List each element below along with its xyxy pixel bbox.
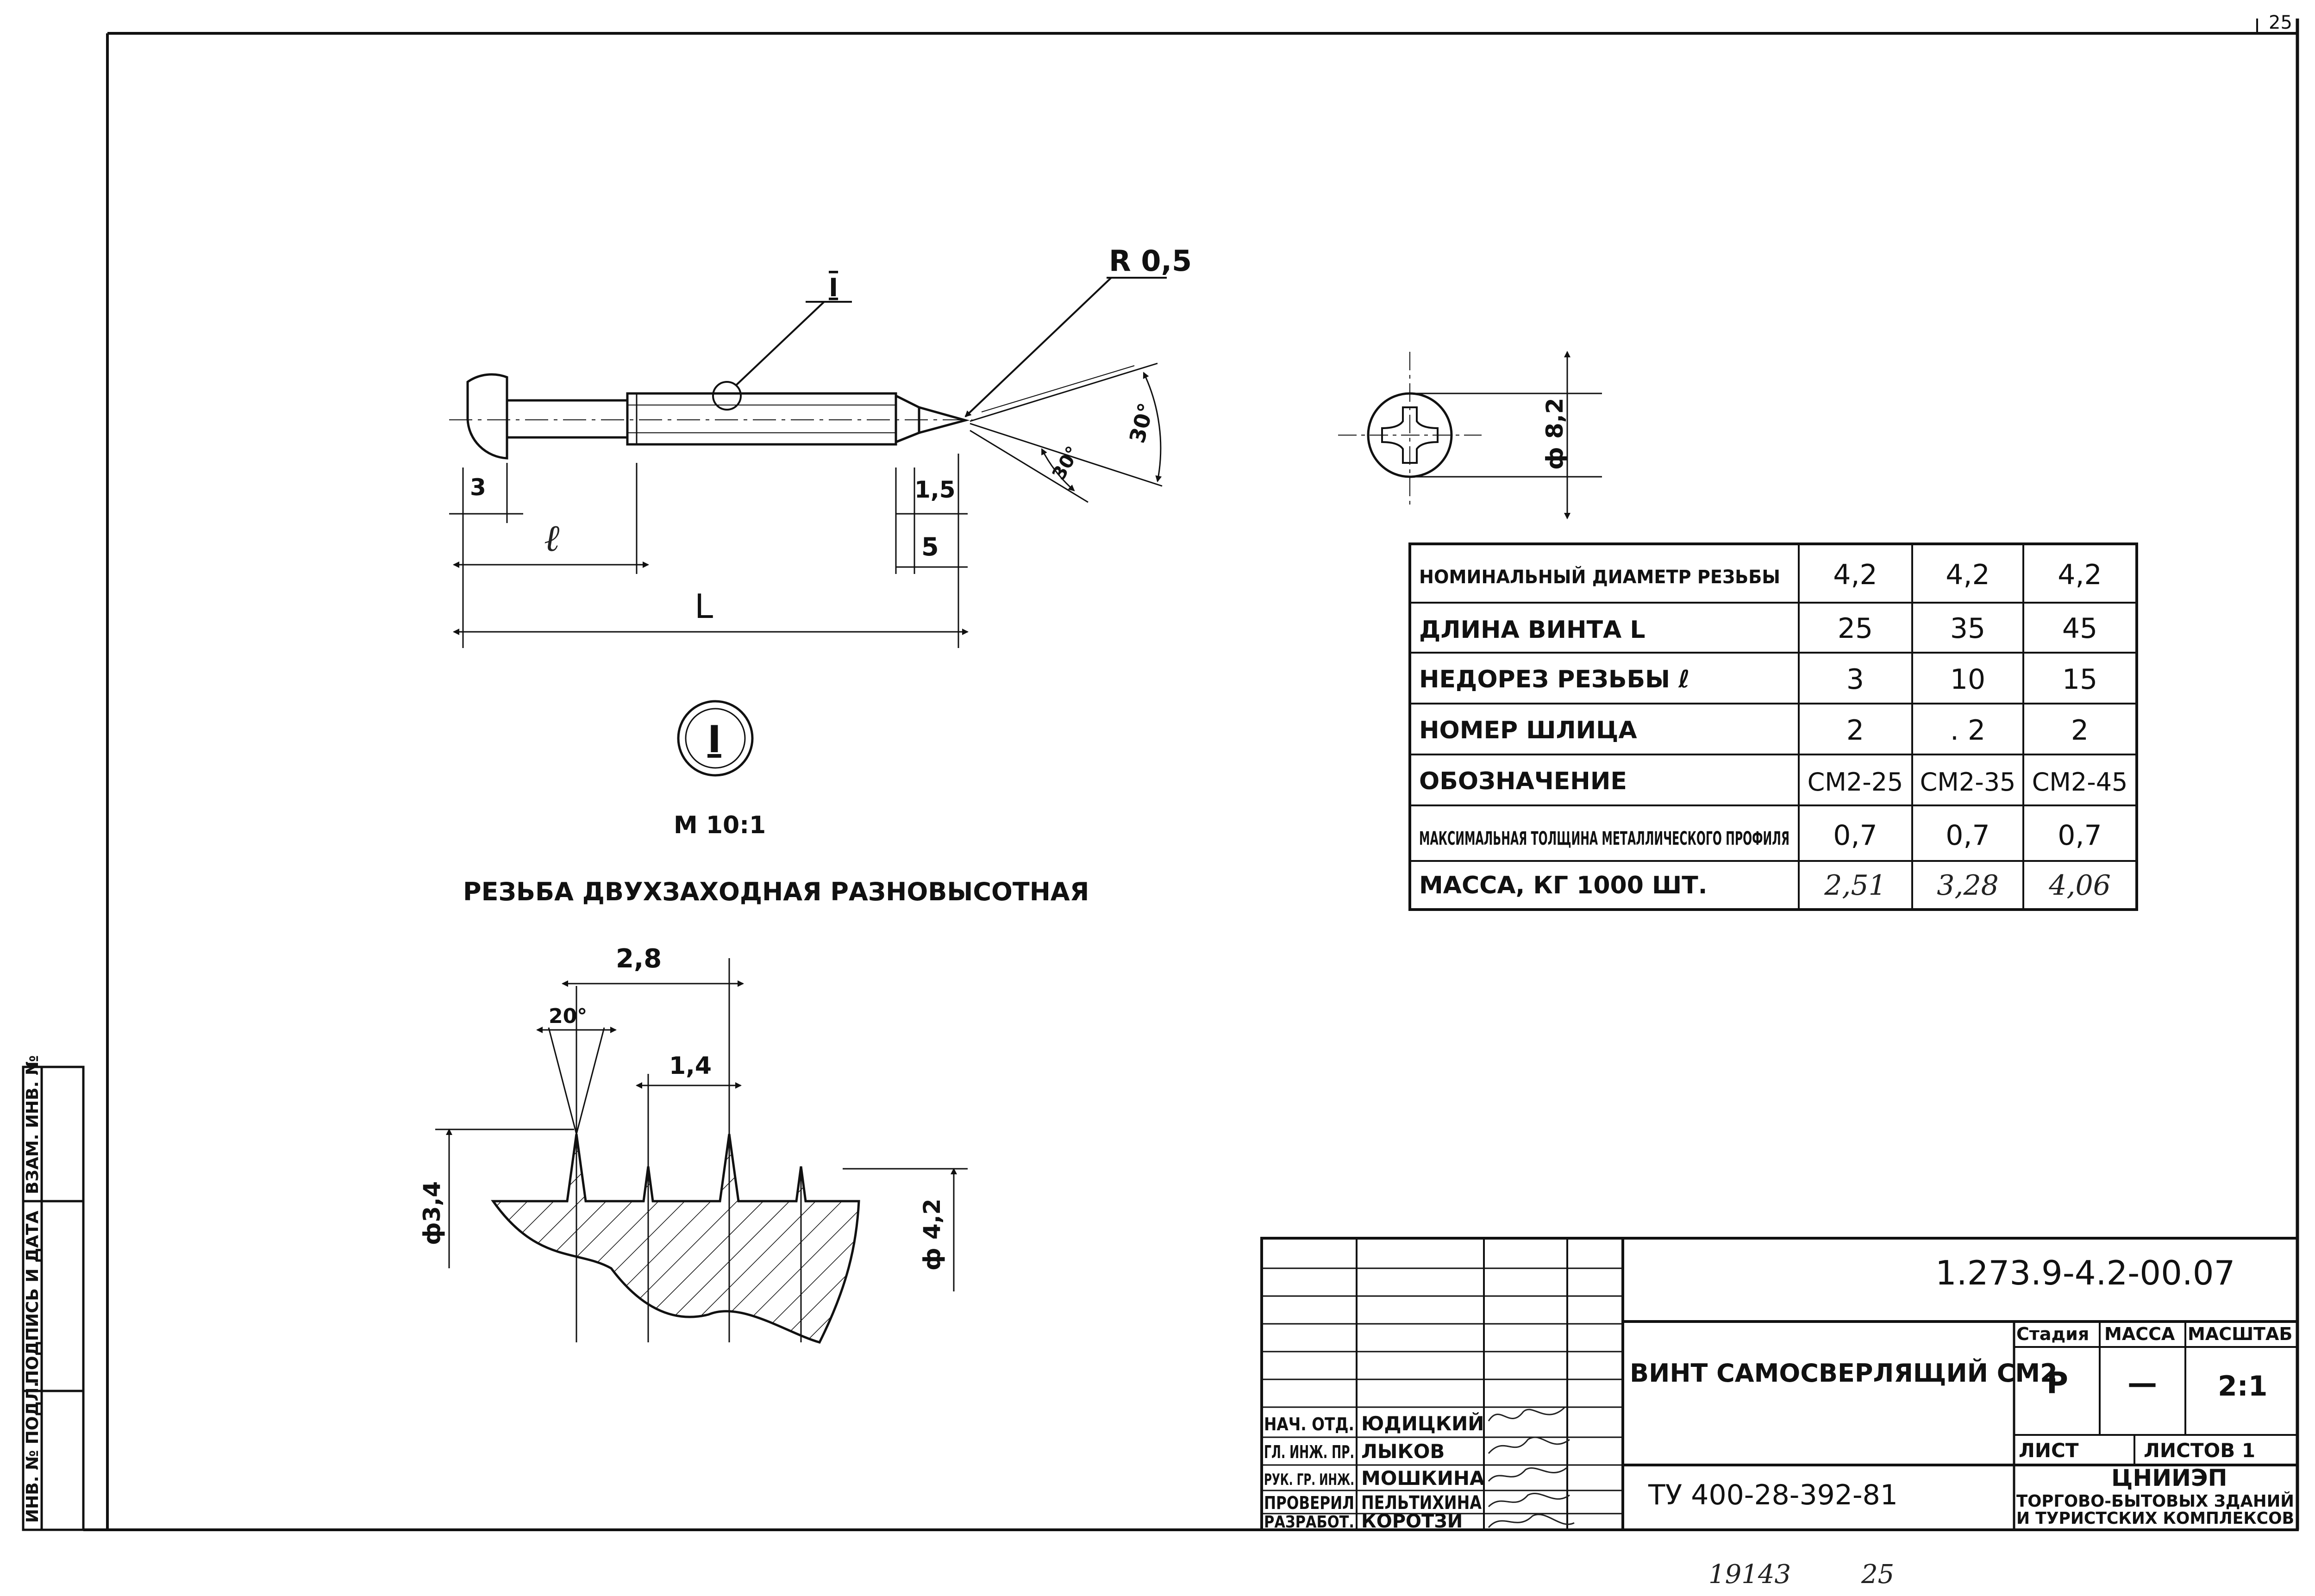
spec-cell: 4,2 — [1946, 559, 1990, 591]
spec-row-label: ОБОЗНАЧЕНИЕ — [1419, 767, 1627, 795]
spec-cell: 2 — [1846, 714, 1864, 747]
spec-row-label: ДЛИНА ВИНТА L — [1419, 616, 1646, 644]
name-label: МОШКИНА — [1361, 1467, 1485, 1490]
thread-profile-detail — [435, 958, 968, 1344]
standard-reference: ТУ 400-28-392-81 — [1648, 1479, 1898, 1511]
role-label: ПРОВЕРИЛ — [1264, 1493, 1354, 1513]
head-diameter: ф 8,2 — [1541, 398, 1568, 470]
organization-line-1: ТОРГОВО-БЫТОВЫХ ЗДАНИЙ — [2016, 1491, 2294, 1511]
dim-tip-5: 5 — [921, 532, 939, 561]
stamp-cell-sign-date: ПОДПИСЬ И ДАТА — [23, 1210, 42, 1384]
spec-cell: 25 — [1838, 612, 1873, 645]
name-label: КОРОТЗИ — [1361, 1511, 1463, 1532]
role-label: ГЛ. ИНЖ. ПР. — [1264, 1442, 1354, 1462]
sheets-count: ЛИСТОВ 1 — [2144, 1439, 2255, 1462]
name-label: ПЕЛЬТИХИНА — [1361, 1492, 1482, 1514]
role-label: НАЧ. ОТД. — [1264, 1414, 1354, 1434]
sheet-label: ЛИСТ — [2019, 1439, 2079, 1462]
spec-cell: 4,06 — [2048, 869, 2111, 902]
dim-head-length: 3 — [470, 474, 486, 501]
scale-note: М 10:1 — [674, 811, 766, 839]
spec-cell: 0,7 — [2058, 819, 2102, 852]
angle-bottom: 30° — [1048, 443, 1084, 484]
thread-angle: 20° — [549, 1004, 587, 1028]
side-stamp — [22, 1066, 85, 1531]
scale-value: 2:1 — [2218, 1370, 2268, 1403]
spec-cell: 0,7 — [1833, 819, 1877, 852]
thread-inner-diameter: ф3,4 — [419, 1181, 445, 1245]
spec-row: НОМЕР ШЛИЦА 2 . 2 2 — [1419, 714, 2089, 747]
signatures — [1488, 1406, 1575, 1528]
dim-thread-runout: ℓ — [544, 517, 559, 560]
stamp-cell-inv-orig: ИНВ. № ПОДЛ. — [23, 1381, 42, 1523]
name-label: ЮДИЦКИЙ — [1361, 1412, 1484, 1435]
spec-cell: . 2 — [1950, 714, 1985, 747]
spec-cell: СМ2-45 — [2032, 767, 2128, 797]
spec-cell: 3 — [1846, 663, 1864, 696]
drawing-title: ВИНТ САМОСВЕРЛЯЩИЙ СМ2 — [1630, 1359, 2058, 1388]
name-label: ЛЫКОВ — [1361, 1440, 1445, 1463]
detail-view-label: I — [707, 718, 721, 761]
spec-row: НЕДОРЕЗ РЕЗЬБЫ ℓ 3 10 15 — [1419, 663, 2097, 696]
spec-row: ОБОЗНАЧЕНИЕ СМ2-25 СМ2-35 СМ2-45 — [1419, 767, 2127, 797]
detail-view-marker — [677, 700, 754, 777]
spec-cell: 4,2 — [1833, 559, 1877, 591]
organization-name: ЦНИИЭП — [2111, 1465, 2227, 1491]
bottom-handwritten-note: 19143 — [1708, 1559, 1791, 1590]
role-label: РАЗРАБОТ. — [1264, 1513, 1354, 1532]
stage-value: Р — [2046, 1366, 2068, 1401]
document-number: 1.273.9-4.2-00.07 — [1935, 1253, 2235, 1292]
spec-cell: СМ2-35 — [1920, 767, 2016, 797]
spec-cell: 2 — [2071, 714, 2089, 747]
screw-side-view — [449, 277, 1167, 648]
sheet-corner-number: 25 — [2269, 12, 2292, 33]
thread-pitch: 2,8 — [616, 944, 662, 974]
bottom-handwritten-page: 25 — [1861, 1559, 1894, 1590]
spec-cell: 10 — [1950, 663, 1985, 696]
spec-cell: 2,51 — [1824, 869, 1886, 902]
spec-row-label: МАКСИМАЛЬНАЯ ТОЛЩИНА МЕТАЛЛИЧЕСКОГО ПРОФ… — [1419, 828, 1789, 849]
stamp-cell-inv-replace: ВЗАМ. ИНВ. № — [23, 1055, 42, 1194]
dim-tip-1-5: 1,5 — [914, 476, 956, 503]
approval-rows: НАЧ. ОТД. ЮДИЦКИЙ ГЛ. ИНЖ. ПР. ЛЫКОВ РУК… — [1264, 1412, 1485, 1532]
spec-cell: 4,2 — [2058, 559, 2102, 591]
thread-outer-diameter: ф 4,2 — [919, 1198, 945, 1271]
spec-row: МАССА, КГ 1000 ШТ. 2,51 3,28 4,06 — [1419, 869, 2111, 902]
spec-table — [1408, 542, 2138, 911]
spec-row: НОМИНАЛЬНЫЙ ДИАМЕТР РЕЗЬБЫ 4,2 4,2 4,2 — [1419, 559, 2102, 591]
spec-cell: 3,28 — [1937, 869, 1999, 902]
spec-row-label: МАССА, КГ 1000 ШТ. — [1419, 872, 1707, 899]
thread-half-pitch: 1,4 — [669, 1052, 712, 1080]
detail-mark: I — [829, 273, 838, 302]
stage-header: Стадия — [2016, 1324, 2089, 1344]
thread-title: РЕЗЬБА ДВУХЗАХОДНАЯ РАЗНОВЫСОТНАЯ — [463, 877, 1089, 906]
role-label: РУК. ГР. ИНЖ. — [1264, 1471, 1354, 1489]
mass-header: МАССА — [2104, 1324, 2175, 1344]
spec-cell: СМ2-25 — [1808, 767, 1903, 797]
scale-header: МАСШТАБ — [2188, 1324, 2292, 1344]
dim-total-length: L — [694, 587, 713, 626]
spec-cell: 35 — [1950, 612, 1985, 645]
radius-label: R 0,5 — [1109, 244, 1192, 278]
spec-cell: 15 — [2062, 663, 2097, 696]
spec-row-label: НЕДОРЕЗ РЕЗЬБЫ ℓ — [1419, 666, 1690, 693]
mass-value: — — [2127, 1366, 2157, 1401]
spec-row: ДЛИНА ВИНТА L 25 35 45 — [1419, 612, 2097, 645]
screw-head-front-view — [1338, 351, 1602, 519]
spec-row: МАКСИМАЛЬНАЯ ТОЛЩИНА МЕТАЛЛИЧЕСКОГО ПРОФ… — [1419, 819, 2102, 852]
spec-row-label: НОМИНАЛЬНЫЙ ДИАМЕТР РЕЗЬБЫ — [1419, 566, 1780, 588]
organization-line-2: И ТУРИСТСКИХ КОМПЛЕКСОВ — [2016, 1509, 2294, 1528]
spec-cell: 0,7 — [1946, 819, 1990, 852]
spec-cell: 45 — [2062, 612, 2097, 645]
title-block — [1260, 1237, 2299, 1531]
spec-row-label: НОМЕР ШЛИЦА — [1419, 717, 1637, 744]
angle-top: 30° — [1124, 400, 1159, 446]
